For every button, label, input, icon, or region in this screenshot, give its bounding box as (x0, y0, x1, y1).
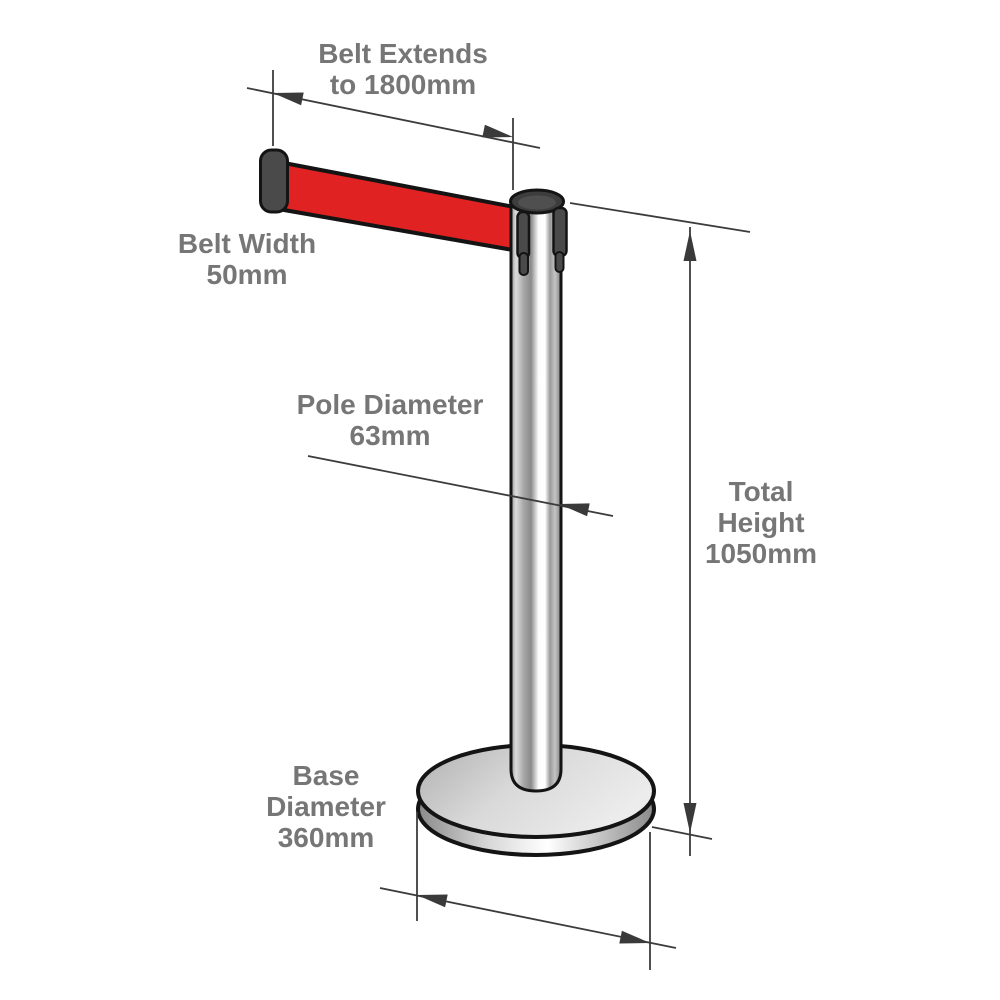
pole-diameter-label-line2: 63mm (349, 420, 431, 451)
total-height-label-line1: Total (728, 476, 794, 507)
pole-cap-inner (518, 195, 556, 210)
extension-line (651, 826, 713, 840)
arrowhead-left (559, 503, 590, 517)
arrowhead-right (619, 930, 650, 944)
belt-extends-label-line2: to 1800mm (329, 69, 477, 100)
pole-diameter-leader (307, 455, 614, 517)
pole-diameter-label: Pole Diameter 63mm (270, 389, 510, 451)
arrowhead-up (683, 231, 697, 261)
pole (509, 199, 563, 793)
total-height-dimension (569, 202, 751, 856)
total-height-label-line3: 1050mm (704, 538, 818, 569)
pole-diameter-label-line1: Pole Diameter (296, 389, 484, 420)
belt-width-label: Belt Width 50mm (137, 228, 357, 290)
base-diameter-dimension (379, 812, 677, 970)
base-diameter-label-line2: Diameter (266, 791, 386, 822)
belt-extends-label-line1: Belt Extends (318, 38, 488, 69)
dimension-annotations (246, 70, 751, 970)
arrowhead-right (482, 124, 513, 138)
base-diameter-label-line1: Base (292, 760, 360, 791)
belt-extends-dimension (246, 70, 541, 190)
belt-slot-right-tab (554, 251, 565, 273)
belt-width-label-line1: Belt Width (177, 228, 317, 259)
arrowhead-left (273, 92, 304, 106)
total-height-label: Total Height 1050mm (661, 476, 861, 569)
total-height-label-line2: Height (717, 507, 805, 538)
base-diameter-label: Base Diameter 360mm (226, 760, 426, 853)
belt-slot-left-tab (518, 252, 529, 276)
base-diameter-label-line3: 360mm (277, 822, 375, 853)
leader-line (307, 455, 614, 517)
belt-extends-label: Belt Extends to 1800mm (283, 38, 523, 100)
belt-slot-right (552, 206, 568, 258)
belt-width-label-line2: 50mm (206, 259, 288, 290)
belt-slot-left (516, 210, 531, 260)
belt-clip (259, 148, 289, 214)
extension-line (569, 202, 751, 233)
arrowhead-down (683, 803, 697, 833)
stanchion (259, 148, 656, 857)
arrowhead-left (417, 894, 448, 908)
